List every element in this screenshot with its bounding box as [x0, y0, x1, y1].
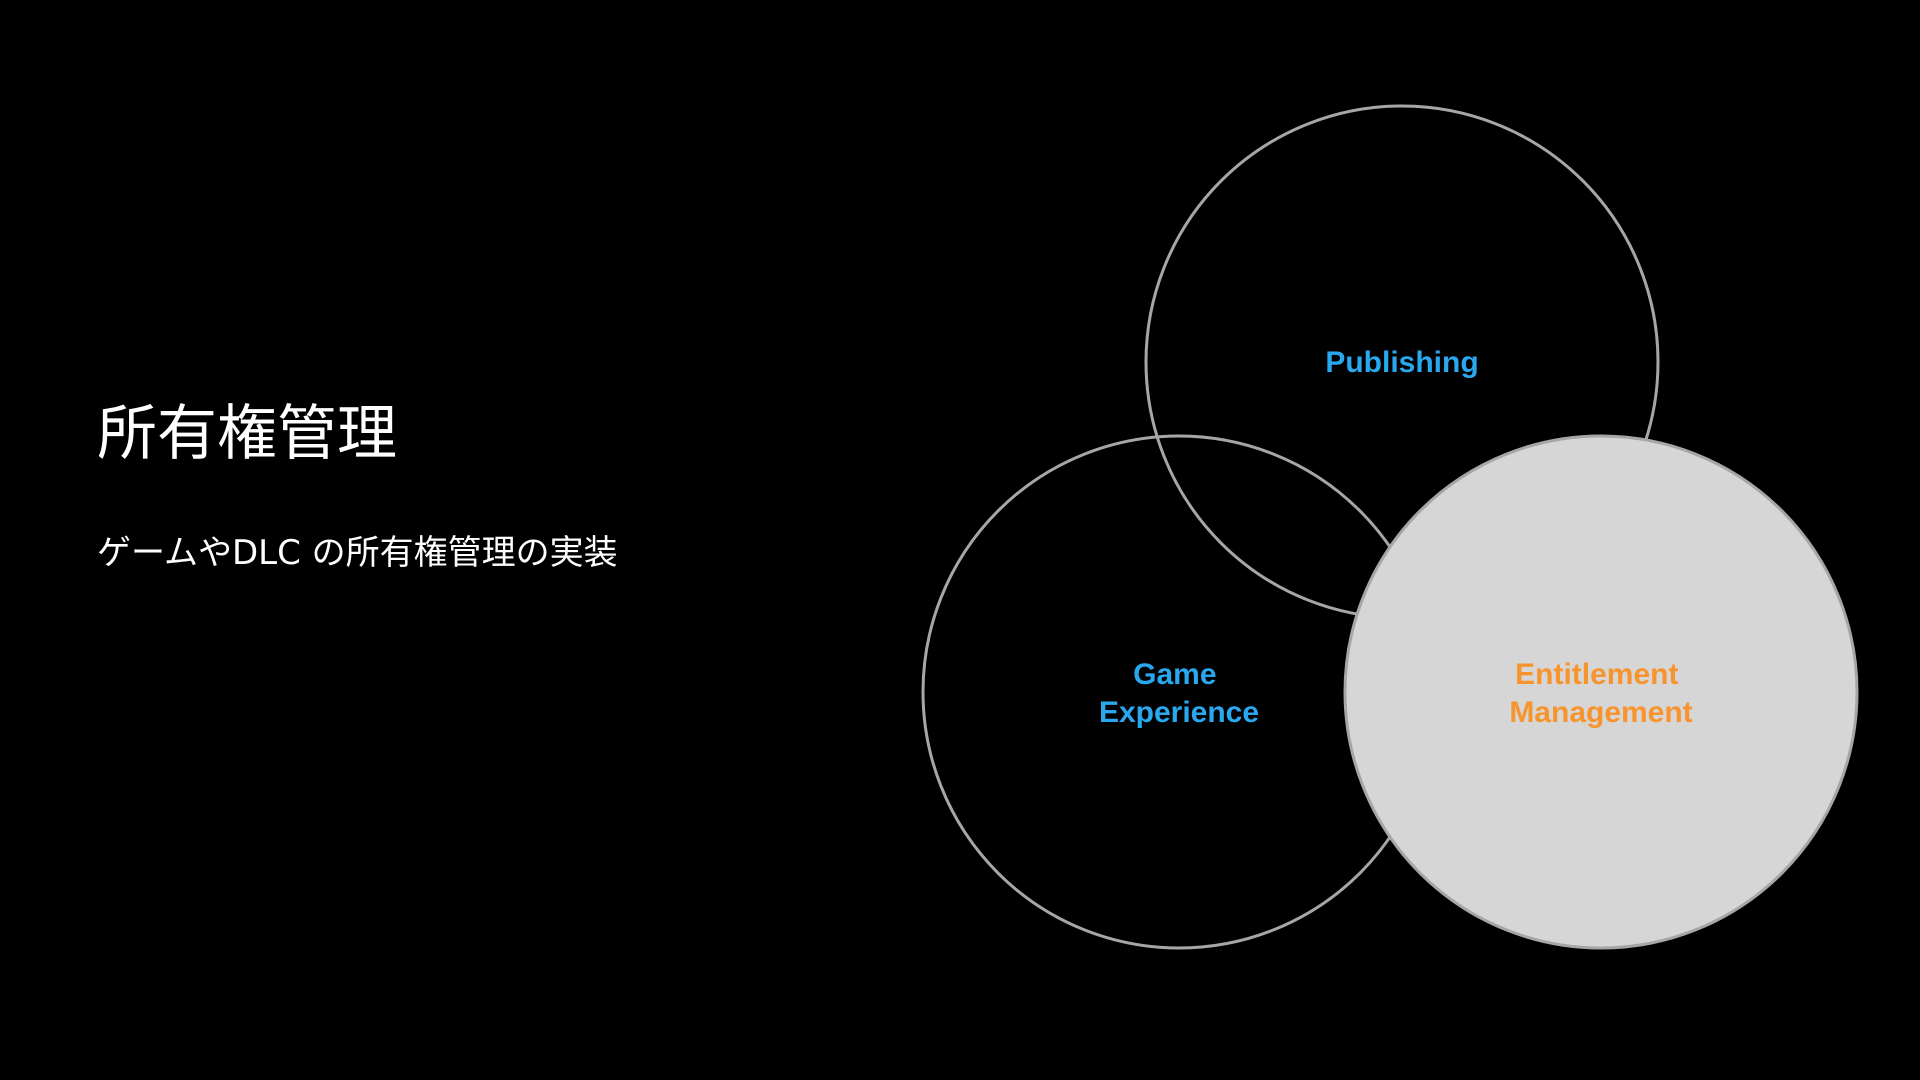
label-publishing: Publishing: [1325, 346, 1478, 379]
label-entitlement-management: Entitlement Management: [1509, 658, 1692, 729]
label-game-experience-line-1: Game: [1133, 658, 1216, 691]
label-entitlement-management-line-2: Management: [1509, 696, 1692, 729]
label-game-experience: Game Experience: [1099, 658, 1259, 729]
slide-subtitle: ゲームやDLC の所有権管理の実装: [97, 533, 618, 573]
slide-title: 所有権管理: [97, 399, 397, 469]
circle-entitlement-management: [1343, 434, 1859, 950]
label-game-experience-line-2: Experience: [1099, 696, 1259, 729]
label-entitlement-management-line-1: Entitlement: [1515, 658, 1678, 691]
